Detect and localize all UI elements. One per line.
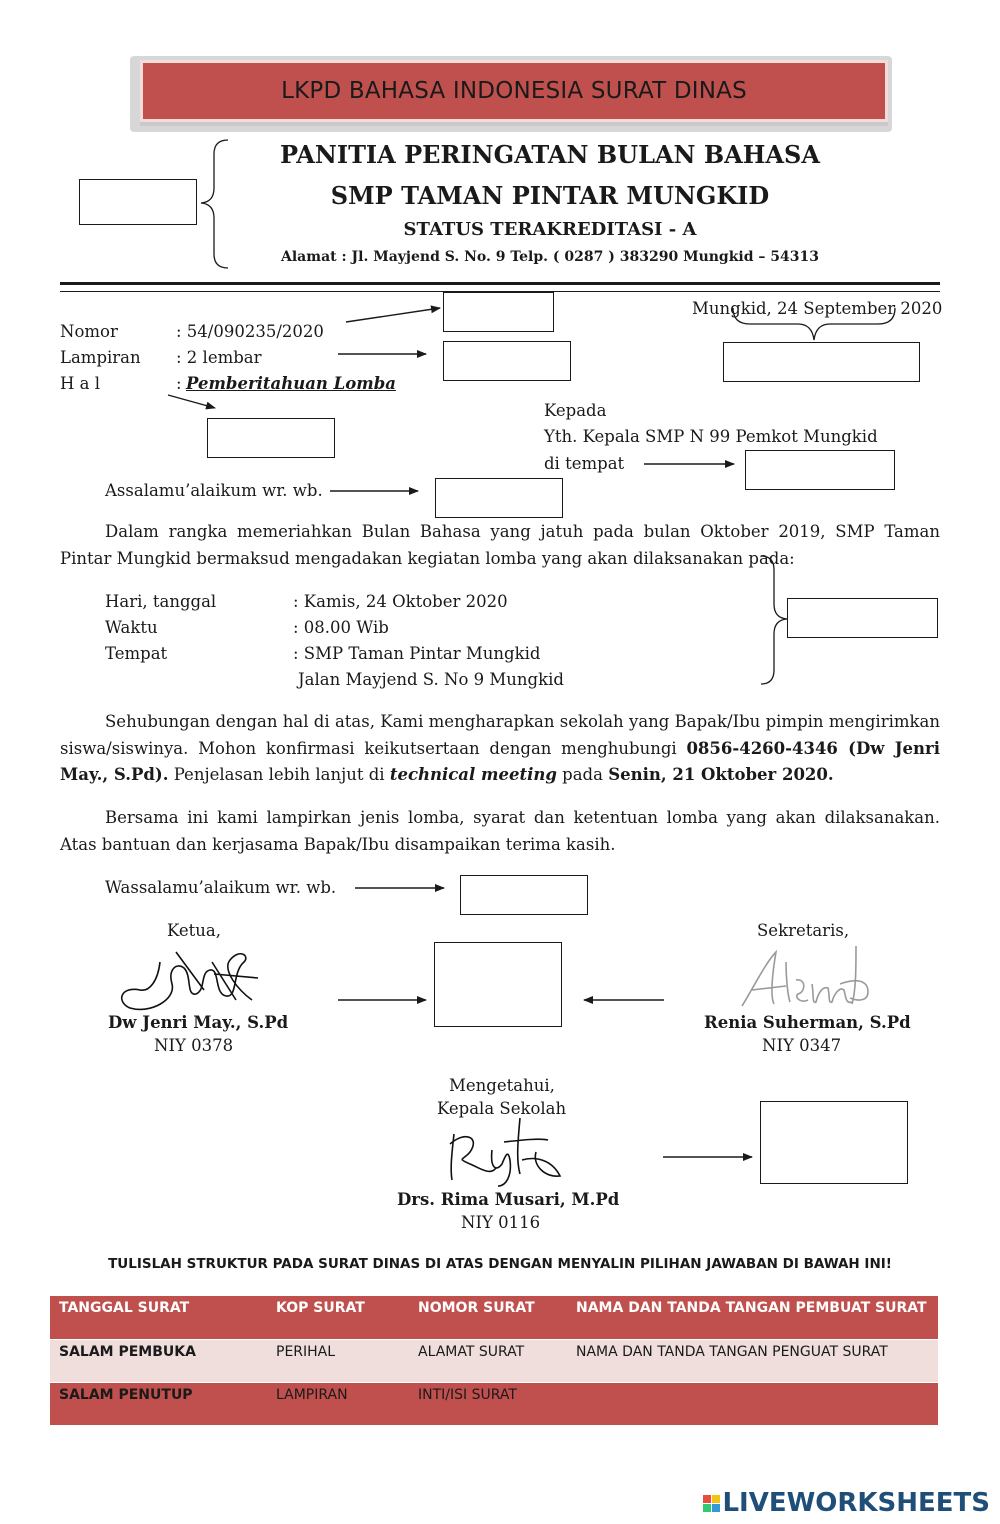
answer-box-alamat[interactable] (745, 450, 895, 490)
sekretaris-signature-icon (741, 945, 869, 1007)
body-paragraph-2: Sehubungan dengan hal di atas, Kami meng… (60, 709, 940, 789)
answer-options-table: TANGGAL SURAT KOP SURAT NOMOR SURAT NAMA… (50, 1296, 938, 1425)
liveworksheets-logo-text: LIVEWORKSHEETS (722, 1488, 990, 1518)
kepsek-name: Drs. Rima Musari, M.Pd (397, 1190, 620, 1209)
liveworksheets-logo: LIVEWORKSHEETS (703, 1488, 990, 1518)
tempat-label: Tempat (105, 644, 168, 663)
tempat-value: : SMP Taman Pintar Mungkid (293, 644, 541, 663)
ketua-niy: NIY 0378 (154, 1036, 234, 1055)
address-line-1: Kepada (544, 401, 607, 420)
arrow-nomor-icon (345, 305, 441, 323)
answer-box-nomor[interactable] (443, 292, 554, 332)
answer-box-salam-pembuka[interactable] (435, 478, 563, 518)
lampiran-value: : 2 lembar (176, 348, 262, 367)
body-paragraph-3-text: Bersama ini kami lampirkan jenis lomba, … (60, 808, 940, 854)
option-cell[interactable]: KOP SURAT (267, 1296, 409, 1339)
ketua-signature-icon (120, 951, 259, 1011)
answer-box-isi-surat[interactable] (787, 598, 938, 638)
answer-box-kop[interactable] (79, 179, 197, 225)
tempat-value-2: Jalan Mayjend S. No 9 Mungkid (298, 670, 564, 689)
option-cell[interactable]: LAMPIRAN (267, 1382, 409, 1425)
option-cell[interactable]: PERIHAL (267, 1338, 409, 1383)
option-cell[interactable]: NAMA DAN TANDA TANGAN PEMBUAT SURAT (567, 1296, 938, 1339)
option-cell[interactable]: NOMOR SURAT (409, 1296, 567, 1339)
kepsek-niy: NIY 0116 (461, 1213, 541, 1232)
sekretaris-title: Sekretaris, (757, 921, 850, 940)
address-line-2: Yth. Kepala SMP N 99 Pemkot Mungkid (544, 427, 878, 446)
lampiran-label: Lampiran (60, 348, 141, 367)
hari-label: Hari, tanggal (105, 592, 217, 611)
option-cell[interactable]: ALAMAT SURAT (409, 1338, 567, 1383)
greeting: Assalamu’alaikum wr. wb. (105, 481, 323, 500)
letter-date: Mungkid, 24 September 2020 (692, 299, 943, 318)
answer-box-date[interactable] (723, 342, 920, 382)
closing-greeting: Wassalamu’alaikum wr. wb. (105, 878, 337, 897)
waktu-value: : 08.00 Wib (293, 618, 389, 637)
hal-value: Pemberitahuan Lomba (186, 374, 396, 393)
kop-line-1: PANITIA PERINGATAN BULAN BAHASA (279, 140, 821, 169)
waktu-label: Waktu (105, 618, 158, 637)
nomor-label: Nomor (60, 322, 118, 341)
liveworksheets-logo-icon (703, 1494, 721, 1512)
answer-box-pembuat-surat[interactable] (434, 942, 562, 1027)
options-row: TANGGAL SURAT KOP SURAT NOMOR SURAT NAMA… (50, 1296, 938, 1339)
para2-date: Senin, 21 Oktober 2020. (608, 765, 834, 784)
worksheet-banner: LKPD BAHASA INDONESIA SURAT DINAS (140, 60, 888, 122)
options-row: SALAM PENUTUP LAMPIRAN INTI/ISI SURAT (50, 1382, 938, 1425)
answer-box-penguat-surat[interactable] (760, 1101, 908, 1184)
sekretaris-name: Renia Suherman, S.Pd (704, 1013, 911, 1032)
option-cell[interactable]: NAMA DAN TANDA TANGAN PENGUAT SURAT (567, 1338, 938, 1383)
answer-box-lampiran[interactable] (443, 341, 571, 381)
answer-box-hal[interactable] (207, 418, 335, 458)
nomor-value: : 54/090235/2020 (176, 322, 324, 341)
body-paragraph-1: Dalam rangka memeriahkan Bulan Bahasa ya… (60, 519, 940, 572)
kop-address: Alamat : Jl. Mayjend S. No. 9 Telp. ( 02… (281, 249, 819, 265)
kepsek-title: Kepala Sekolah (437, 1099, 567, 1118)
answer-box-salam-penutup[interactable] (460, 875, 588, 915)
para2-technical-meeting: technical meeting (389, 765, 557, 784)
option-cell[interactable]: INTI/ISI SURAT (409, 1382, 567, 1425)
ketua-title: Ketua, (167, 921, 221, 940)
mengetahui: Mengetahui, (449, 1076, 555, 1095)
option-cell (567, 1382, 938, 1425)
body-paragraph-1-text: Dalam rangka memeriahkan Bulan Bahasa ya… (60, 522, 940, 568)
hari-value: : Kamis, 24 Oktober 2020 (293, 592, 508, 611)
hal-label: H a l (60, 374, 100, 393)
options-row: SALAM PEMBUKA PERIHAL ALAMAT SURAT NAMA … (50, 1338, 938, 1383)
option-cell[interactable]: SALAM PEMBUKA (50, 1338, 267, 1383)
sekretaris-niy: NIY 0347 (762, 1036, 842, 1055)
kop-double-rule (60, 282, 940, 292)
para2-text-b: Penjelasan lebih lanjut di (168, 765, 390, 784)
para2-contact: 0856-4260-4346 (Dw Jenri May., S.Pd). (60, 738, 940, 785)
isi-brace-icon (760, 555, 788, 685)
hal-colon: : (176, 374, 182, 393)
kop-line-3: STATUS TERAKREDITASI - A (403, 219, 697, 240)
body-paragraph-3: Bersama ini kami lampirkan jenis lomba, … (60, 805, 940, 858)
kop-line-2: SMP TAMAN PINTAR MUNGKID (330, 181, 770, 210)
ketua-name: Dw Jenri May., S.Pd (108, 1013, 289, 1032)
instruction-text: TULISLAH STRUKTUR PADA SURAT DINAS DI AT… (108, 1256, 892, 1272)
option-cell[interactable]: SALAM PENUTUP (50, 1382, 267, 1425)
para2-text-c: pada (556, 765, 609, 784)
para2-text-a: Sehubungan dengan hal di atas, Kami meng… (60, 712, 940, 758)
kepsek-signature-icon (449, 1117, 562, 1187)
address-line-3: di tempat (544, 454, 625, 473)
option-cell[interactable]: TANGGAL SURAT (50, 1296, 267, 1339)
